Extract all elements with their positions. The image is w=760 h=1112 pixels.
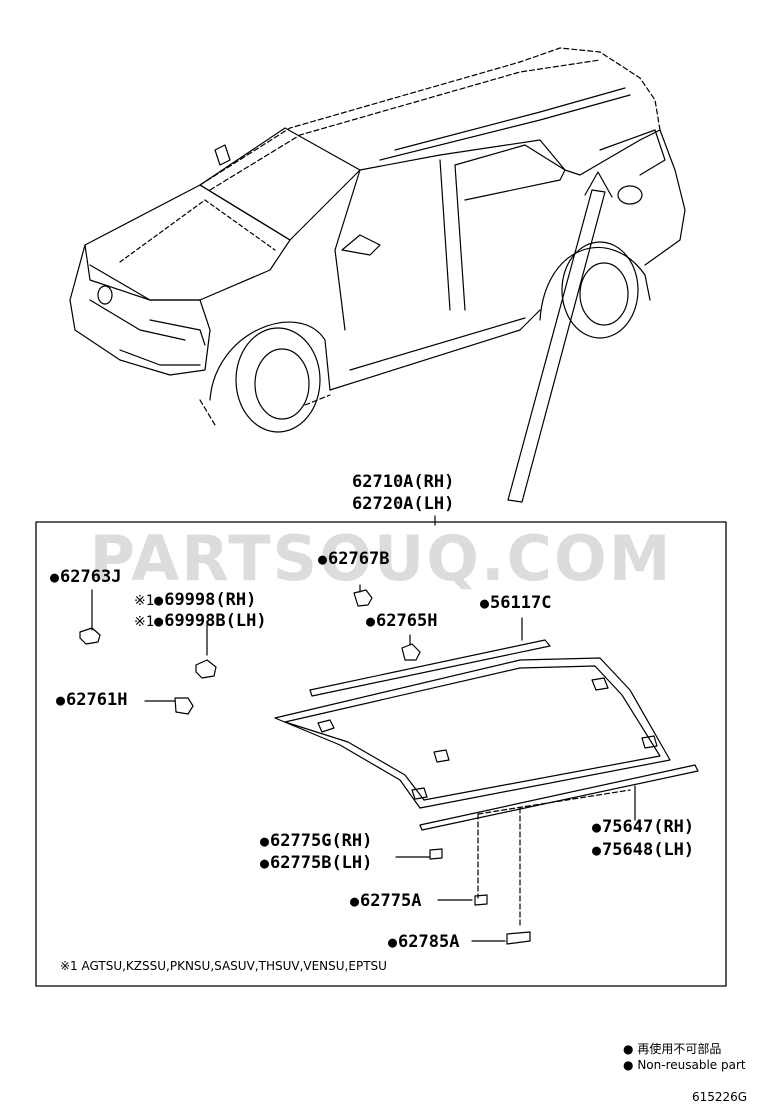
footnote: ※1 AGTSU,KZSSU,PKNSU,SASUV,THSUV,VENSU,E… [60, 959, 387, 973]
bullet-icon: ● [318, 550, 328, 568]
note-mark: ※1 [134, 593, 155, 609]
vehicle-illustration [69, 47, 686, 433]
part-62767b: ●62767B [318, 549, 390, 569]
assembly-label-lh: 62720A(LH) [352, 494, 455, 514]
part-62765h: ●62765H [366, 611, 438, 631]
bullet-icon: ● [623, 1042, 634, 1056]
bullet-icon: ● [154, 612, 164, 630]
bullet-icon: ● [480, 594, 490, 612]
legend-english: ● Non-reusable part [623, 1058, 746, 1072]
bullet-icon: ● [366, 612, 376, 630]
parts-box [35, 521, 727, 987]
legend-japanese: ● 再使用不可部品 [623, 1042, 722, 1056]
bullet-icon: ● [623, 1058, 634, 1072]
diagram-code: 615226G [692, 1090, 748, 1104]
bullet-icon: ● [592, 818, 602, 836]
part-62775a: ●62775A [350, 891, 422, 911]
part-69998b: ※1●69998B(LH) [134, 611, 267, 631]
bullet-icon: ● [154, 591, 164, 609]
bullet-icon: ● [260, 832, 270, 850]
parts-drawings [79, 584, 699, 945]
assembly-label-rh: 62710A(RH) [352, 472, 455, 492]
part-62775b: ●62775B(LH) [260, 853, 373, 873]
bullet-icon: ● [592, 841, 602, 859]
note-mark: ※1 [134, 614, 155, 630]
bullet-icon: ● [350, 892, 360, 910]
part-56117c: ●56117C [480, 593, 552, 613]
part-75647: ●75647(RH) [592, 817, 695, 837]
watermark: PARTSOUQ.COM [89, 522, 673, 595]
part-75648: ●75648(LH) [592, 840, 695, 860]
bullet-icon: ● [50, 568, 60, 586]
pointer-arrow [434, 171, 613, 526]
bullet-icon: ● [260, 854, 270, 872]
part-69998: ※1●69998(RH) [134, 590, 257, 610]
bullet-icon: ● [56, 691, 66, 709]
part-62775g: ●62775G(RH) [260, 831, 373, 851]
bullet-icon: ● [388, 933, 398, 951]
part-62763j: ●62763J [50, 567, 122, 587]
part-62785a: ●62785A [388, 932, 460, 952]
part-62761h: ●62761H [56, 690, 128, 710]
